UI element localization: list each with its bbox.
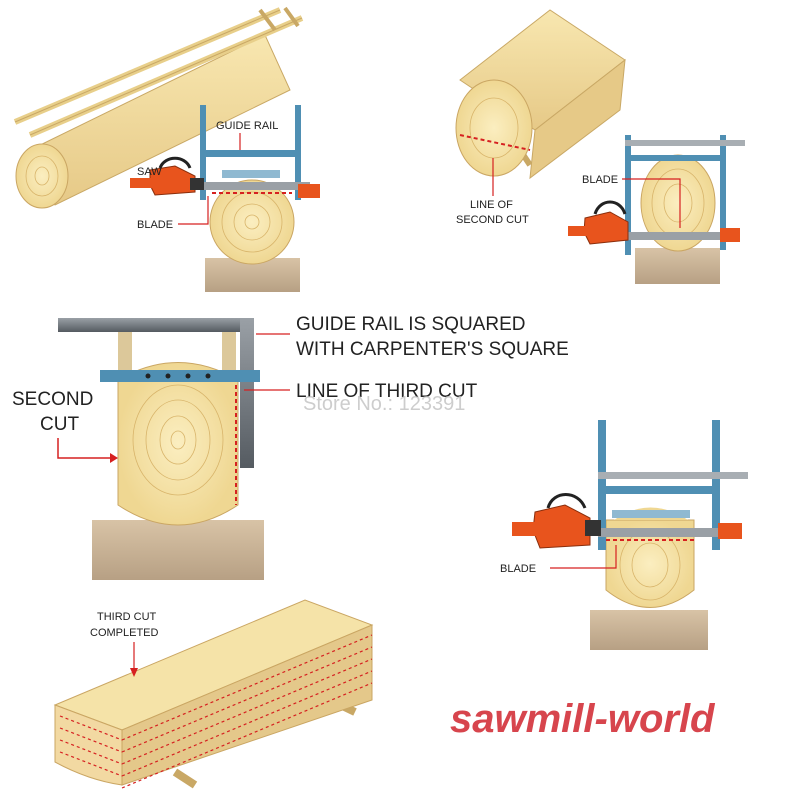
carpenters-square-top [58, 318, 253, 332]
cant-end-face [54, 704, 123, 786]
guide-rail [100, 370, 260, 382]
mill-frame-first-cut [200, 105, 320, 292]
blade-arrow-2 [622, 178, 681, 228]
log-stand [92, 520, 264, 580]
log-second-cut [455, 9, 626, 180]
panel-second-cut [455, 9, 745, 284]
third-cut-completed-label-line1: THIRD CUT [97, 611, 157, 623]
blade-arrow-1 [178, 196, 209, 225]
second-cut-arrow [57, 438, 110, 459]
brand-logo-text: sawmill-world [450, 697, 716, 741]
line-of-second-cut-label-line2: SECOND CUT [456, 214, 529, 226]
chainsaw-icon [130, 156, 204, 196]
log-cross-section [117, 362, 239, 526]
blade-arrow-3 [550, 545, 617, 569]
line-of-third-cut-label: LINE OF THIRD CUT [296, 381, 478, 402]
second-cut-arrowhead [110, 453, 118, 463]
blade-label-1: BLADE [137, 219, 173, 231]
panel-third-cut [512, 420, 748, 650]
mill-frame-second-cut [625, 135, 745, 284]
squared-label-line2: WITH CARPENTER'S SQUARE [296, 339, 569, 360]
third-cut-completed-label-line2: COMPLETED [90, 627, 159, 639]
chainsaw-icon [512, 493, 601, 549]
guide-rail-label: GUIDE RAIL [216, 120, 278, 132]
blade-label-3: BLADE [500, 563, 536, 575]
chainsaw-icon [568, 200, 629, 245]
carpenters-square-side [240, 318, 254, 468]
panel-first-cut [13, 6, 320, 292]
second-cut-label-line2: CUT [40, 414, 79, 435]
panel-squaring [58, 318, 264, 580]
panel-third-cut-completed [53, 599, 374, 789]
blade-label-2: BLADE [582, 174, 618, 186]
third-cut-completed-arrowhead [130, 668, 138, 677]
line-of-second-cut-label-line1: LINE OF [470, 199, 513, 211]
saw-label: SAW [137, 166, 162, 178]
store-watermark: Store No.: 123391 [303, 393, 465, 415]
second-cut-label-line1: SECOND [12, 389, 93, 410]
squared-label-line1: GUIDE RAIL IS SQUARED [296, 314, 525, 335]
log-with-guide-rails [13, 6, 304, 209]
